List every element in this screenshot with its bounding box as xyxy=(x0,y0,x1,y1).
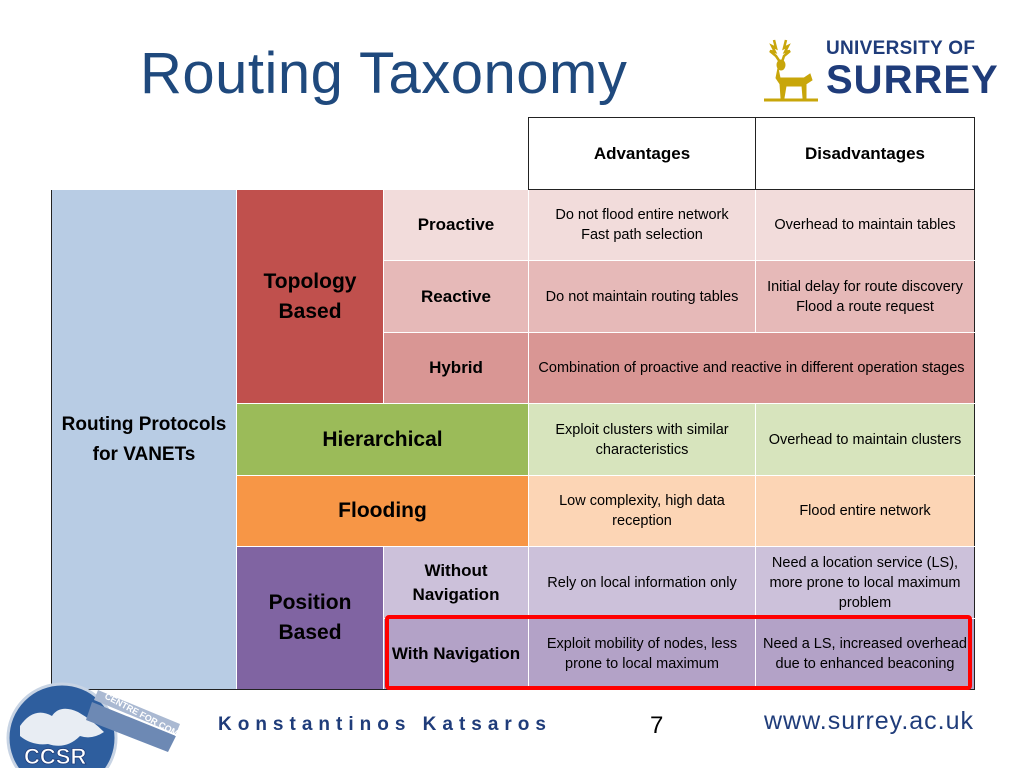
subcategory-with-navigation: With Navigation xyxy=(383,618,529,690)
stag-icon xyxy=(764,39,818,102)
flooding-disadvantages: Flood entire network xyxy=(755,475,975,547)
flooding-advantages: Low complexity, high data reception xyxy=(528,475,756,547)
ccsr-text: CCSR xyxy=(24,744,86,768)
reactive-advantages: Do not maintain routing tables xyxy=(528,260,756,333)
slide-title: Routing Taxonomy xyxy=(140,41,628,106)
footer-url[interactable]: www.surrey.ac.uk xyxy=(764,707,975,735)
logo-surrey-text: SURREY xyxy=(826,58,999,102)
footer-author: Konstantinos Katsaros xyxy=(218,714,552,735)
subcategory-proactive: Proactive xyxy=(383,189,529,261)
proactive-disadvantages: Overhead to maintain tables xyxy=(755,189,975,261)
without-navigation-advantages: Rely on local information only xyxy=(528,546,756,619)
without-navigation-disadvantages: Need a location service (LS), more prone… xyxy=(755,546,975,619)
proactive-adv-line-1: Do not flood entire network xyxy=(555,207,729,223)
with-navigation-disadvantages: Need a LS, increased overhead due to enh… xyxy=(755,618,975,690)
hierarchical-advantages: Exploit clusters with similar characteri… xyxy=(528,403,756,476)
ccsr-logo: CCSR CENTRE FOR COMMUNICATION SYSTEMS RE… xyxy=(0,640,317,773)
reactive-dis-line-2: Flood a route request xyxy=(796,298,934,315)
page-number: 7 xyxy=(650,712,664,739)
category-position: Position Based xyxy=(236,546,384,690)
subcategory-hybrid: Hybrid xyxy=(383,332,529,404)
header-disadvantages: Disadvantages xyxy=(755,117,975,190)
subcategory-without-navigation: Without Navigation xyxy=(383,546,529,619)
with-navigation-advantages: Exploit mobility of nodes, less prone to… xyxy=(528,618,756,690)
university-of-surrey-logo: UNIVERSITY OF SURREY xyxy=(760,34,998,104)
main-category-label: Routing Protocols for VANETs xyxy=(51,189,237,690)
reactive-disadvantages: Initial delay for route discovery Flood … xyxy=(755,260,975,333)
category-flooding: Flooding xyxy=(236,475,529,547)
logo-university-text: UNIVERSITY OF xyxy=(826,38,976,59)
header-advantages: Advantages xyxy=(528,117,756,190)
hierarchical-disadvantages: Overhead to maintain clusters xyxy=(755,403,975,476)
table-blank-corner xyxy=(52,118,529,190)
hybrid-description: Combination of proactive and reactive in… xyxy=(528,332,975,404)
subcategory-reactive: Reactive xyxy=(383,260,529,333)
category-hierarchical: Hierarchical xyxy=(236,403,529,476)
routing-taxonomy-table: Advantages Disadvantages Routing Protoco… xyxy=(51,117,975,690)
proactive-advantages: Do not flood entire network Fast path se… xyxy=(528,189,756,261)
proactive-adv-line-2: Fast path selection xyxy=(581,227,703,243)
reactive-dis-line-1: Initial delay for route discovery xyxy=(767,278,963,295)
category-topology: Topology Based xyxy=(236,189,384,404)
